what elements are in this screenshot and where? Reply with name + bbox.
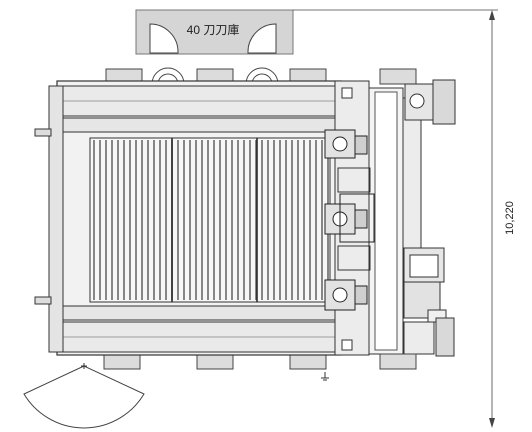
- left-stub-bottom: [34, 296, 52, 305]
- small-square: [341, 87, 353, 99]
- door-pivot-icon: [81, 363, 87, 369]
- top-cover: [379, 68, 417, 85]
- bottom-rail-inner: [62, 305, 336, 321]
- gantry: [324, 79, 456, 370]
- door-swing-arc: [23, 365, 145, 429]
- dimension-line: 10,220: [293, 9, 516, 428]
- dimension-label: 10,220: [504, 201, 516, 235]
- right-bracket: [435, 317, 455, 357]
- motor-bracket: [432, 79, 456, 125]
- bottom-cover: [103, 353, 141, 370]
- spindle-carriage: [337, 245, 371, 271]
- ground-icon: [321, 372, 329, 381]
- left-stub-top: [34, 128, 52, 137]
- bottom-cover: [289, 353, 327, 370]
- left-frame-bar: [48, 85, 64, 353]
- top-rail-inner: [62, 117, 336, 133]
- dimension-arrow-bottom: [489, 418, 495, 428]
- tool-magazine-label: 40 刀刀庫: [187, 23, 240, 37]
- spindle-head: [324, 129, 368, 159]
- control-box-screen: [409, 254, 439, 278]
- door-swing: [23, 363, 145, 429]
- slat-table: [89, 137, 331, 303]
- spindle-head: [324, 279, 368, 311]
- bottom-cover: [196, 353, 234, 370]
- tool-magazine: 40 刀刀庫: [135, 9, 294, 55]
- spindle-icon: [332, 136, 348, 152]
- magazine-door-right: [247, 23, 277, 54]
- spindle-icon: [332, 287, 348, 303]
- small-square: [341, 339, 353, 351]
- gantry-rail-inner: [374, 91, 398, 351]
- bottom-covers: [103, 353, 417, 370]
- dimension-arrow-top: [489, 10, 495, 20]
- spindle-carriage: [337, 167, 371, 193]
- right-bottom-cover: [379, 353, 417, 370]
- magazine-door-left: [149, 23, 179, 54]
- motor-icon: [409, 93, 425, 109]
- spindle-head: [324, 193, 375, 243]
- right-lower-panel: [403, 321, 435, 355]
- machine-frame: [34, 80, 342, 356]
